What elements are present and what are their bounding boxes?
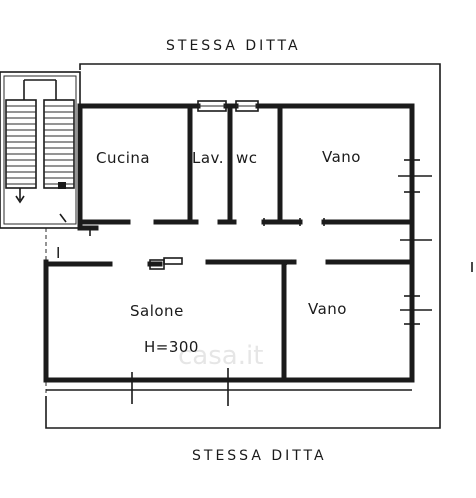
top-windows [197, 100, 259, 112]
entrance-marker: I [56, 244, 61, 262]
top-neighbor-label: STESSA DITTA [166, 38, 301, 54]
room-label-kitchen: Cucina [96, 149, 150, 167]
watermark: casa.it [178, 341, 263, 371]
room-label-vano-1: Vano [322, 148, 361, 166]
right-windows [398, 159, 432, 325]
bottom-neighbor-label: STESSA DITTA [192, 448, 327, 464]
ceiling-height-label: H=300 [144, 338, 199, 356]
room-label-vano-2: Vano [308, 300, 347, 318]
stair-direction-arrow-icon [15, 195, 25, 204]
room-label-salone: Salone [130, 302, 184, 320]
room-label-laundry: Lav. [192, 149, 224, 167]
door-details [89, 218, 325, 270]
property-boundary [45, 63, 441, 429]
bottom-windows [46, 368, 412, 406]
stairwell [0, 71, 81, 229]
room-label-wc: wc [236, 149, 258, 167]
interior-walls [43, 103, 415, 383]
